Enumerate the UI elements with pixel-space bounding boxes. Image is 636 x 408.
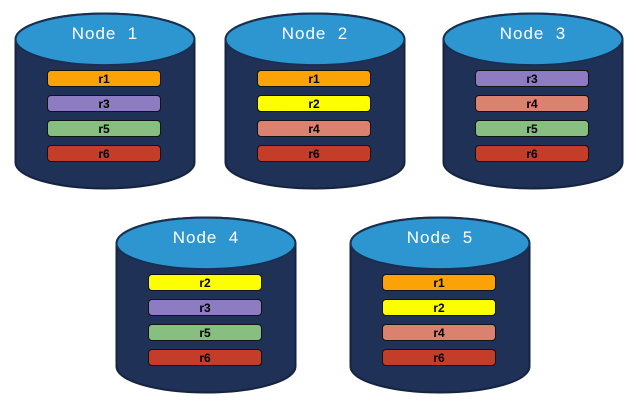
partition-label: r1	[308, 71, 320, 86]
node-title: Node 4	[172, 228, 240, 247]
partition-label: r6	[308, 146, 320, 161]
partition-label: r4	[308, 121, 320, 136]
partition-bar: r1	[382, 274, 496, 291]
partition-bar: r6	[47, 145, 161, 162]
cylinder-top	[349, 216, 531, 271]
partition-label: r3	[98, 96, 110, 111]
partition-bar: r6	[382, 349, 496, 366]
partition-bar: r4	[257, 120, 371, 137]
partition-bar: r6	[257, 145, 371, 162]
partition-label: r3	[526, 71, 538, 86]
partition-list: r1 r2 r4 r6	[382, 274, 496, 366]
node-2: Node 2 r1 r2 r4 r6	[222, 8, 408, 194]
partition-label: r5	[98, 121, 110, 136]
partition-label: r2	[433, 300, 445, 315]
partition-list: r2 r3 r5 r6	[148, 274, 262, 366]
partition-bar: r5	[148, 324, 262, 341]
partition-bar: r6	[148, 349, 262, 366]
node-3: Node 3 r3 r4 r5 r6	[440, 8, 626, 194]
cylinder-top	[224, 12, 406, 67]
partition-bar: r6	[475, 145, 589, 162]
partition-bar: r3	[475, 70, 589, 87]
partition-list: r1 r2 r4 r6	[257, 70, 371, 162]
partition-bar: r3	[148, 299, 262, 316]
node-5: Node 5 r1 r2 r4 r6	[347, 212, 533, 398]
partition-bar: r2	[257, 95, 371, 112]
partition-label: r6	[433, 350, 445, 365]
cylinder-top	[115, 216, 297, 271]
partition-list: r1 r3 r5 r6	[47, 70, 161, 162]
partition-label: r1	[98, 71, 110, 86]
partition-bar: r4	[475, 95, 589, 112]
partition-bar: r2	[148, 274, 262, 291]
partition-bar: r2	[382, 299, 496, 316]
partition-label: r1	[433, 275, 445, 290]
partition-label: r2	[308, 96, 320, 111]
partition-bar: r5	[47, 120, 161, 137]
partition-label: r5	[199, 325, 211, 340]
node-title: Node 2	[281, 24, 349, 43]
node-1: Node 1 r1 r3 r5 r6	[12, 8, 198, 194]
node-4: Node 4 r2 r3 r5 r6	[113, 212, 299, 398]
partition-label: r3	[199, 300, 211, 315]
node-title: Node 5	[406, 228, 474, 247]
partition-bar: r5	[475, 120, 589, 137]
partition-label: r6	[526, 146, 538, 161]
node-title: Node 1	[71, 24, 139, 43]
node-title: Node 3	[499, 24, 567, 43]
partition-list: r3 r4 r5 r6	[475, 70, 589, 162]
partition-label: r6	[199, 350, 211, 365]
partition-bar: r1	[257, 70, 371, 87]
partition-bar: r3	[47, 95, 161, 112]
cylinder-top	[14, 12, 196, 67]
partition-label: r2	[199, 275, 211, 290]
partition-label: r4	[433, 325, 445, 340]
partition-label: r5	[526, 121, 538, 136]
partition-bar: r4	[382, 324, 496, 341]
cylinder-top	[442, 12, 624, 67]
partition-label: r4	[526, 96, 538, 111]
partition-label: r6	[98, 146, 110, 161]
partition-bar: r1	[47, 70, 161, 87]
